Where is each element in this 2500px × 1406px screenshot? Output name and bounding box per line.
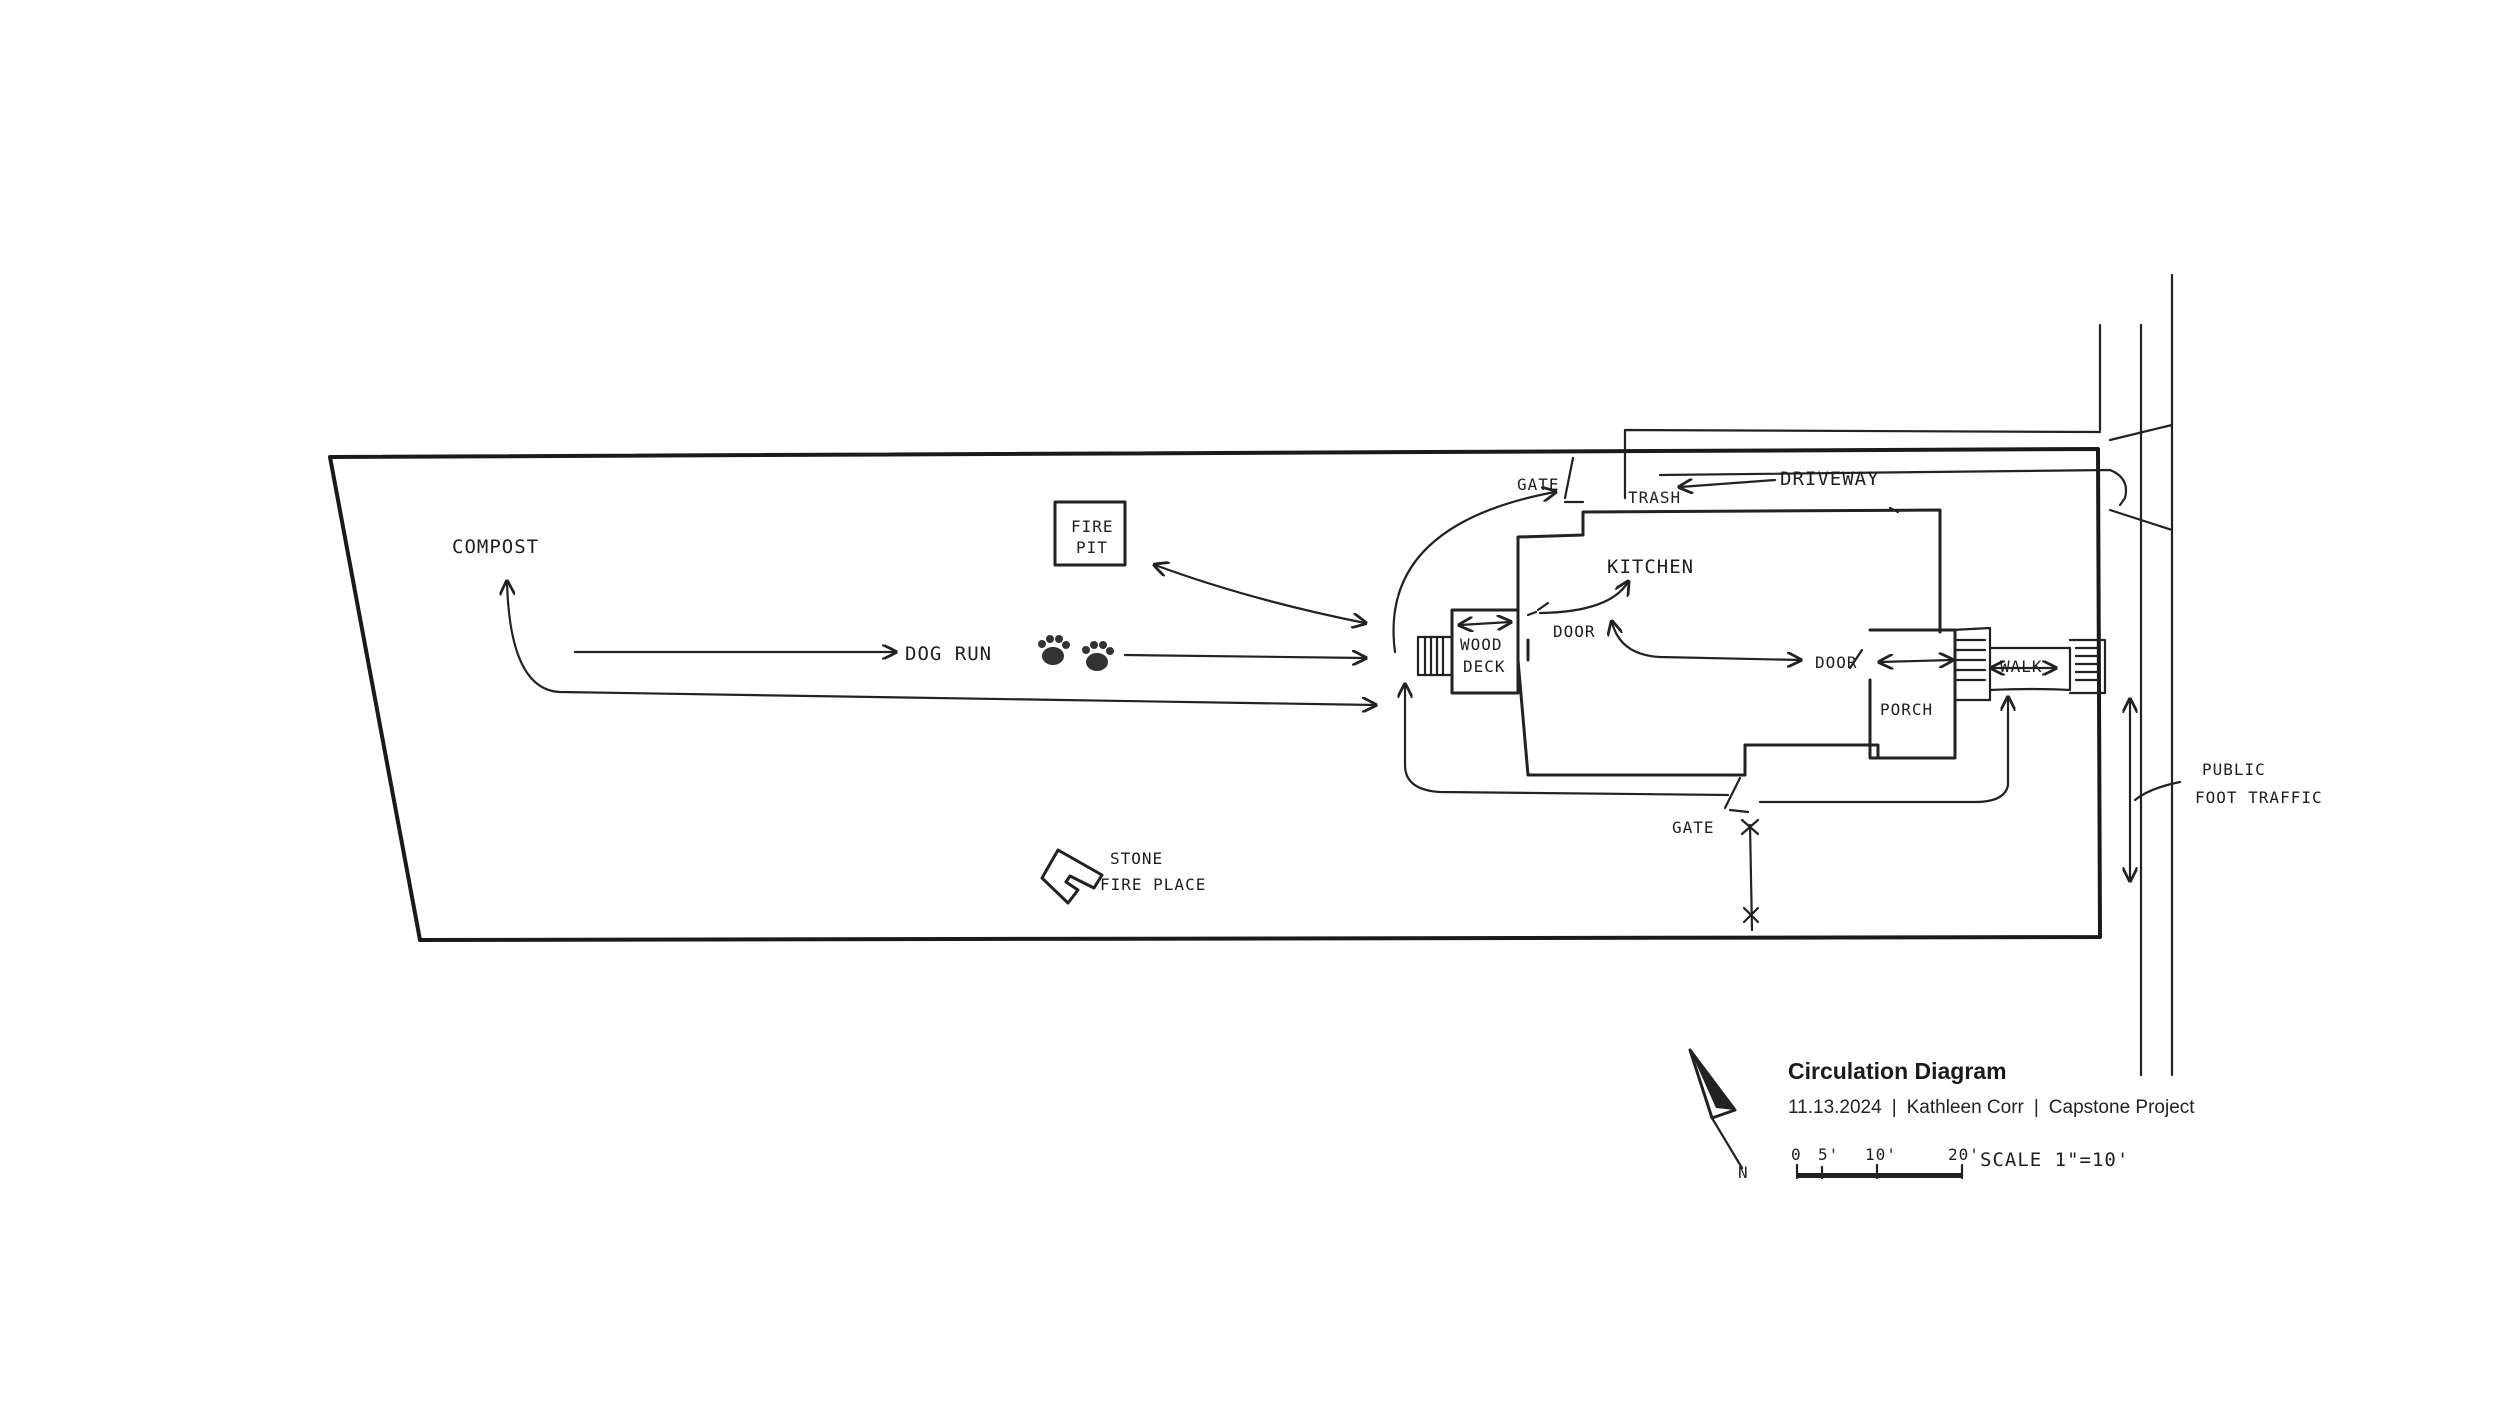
label-gate-top: GATE xyxy=(1517,475,1560,494)
porch-steps xyxy=(1953,638,1987,682)
property-boundary xyxy=(328,447,2102,942)
diagram-date: 11.13.2024 xyxy=(1788,1097,1882,1118)
title-block: Circulation Diagram 11.13.2024 | Kathleen … xyxy=(1788,1058,2408,1119)
fire-pit xyxy=(1053,500,1127,567)
diagram-project: Capstone Project xyxy=(2048,1097,2195,1118)
label-north: N xyxy=(1738,1163,1749,1182)
label-wood-deck-2: DECK xyxy=(1463,657,1506,676)
diagram-title: Circulation Diagram xyxy=(1788,1058,2007,1084)
label-stone-fire-place-1: STONE xyxy=(1110,849,1163,868)
separator: | xyxy=(2033,1097,2039,1118)
scale-text: SCALE 1"=10' xyxy=(1980,1149,2129,1171)
walk-outline xyxy=(1988,646,2072,692)
label-door-left: DOOR xyxy=(1553,622,1596,641)
separator: | xyxy=(1891,1097,1897,1118)
label-trash: TRASH xyxy=(1628,488,1681,507)
label-walk: WALK xyxy=(2000,657,2043,676)
label-kitchen: KITCHEN xyxy=(1607,556,1694,578)
label-door-right: DOOR xyxy=(1815,653,1858,672)
scale-tick-0: 0 xyxy=(1791,1145,1802,1164)
gate-top-marker xyxy=(1563,456,1585,504)
scale-tick-5: 5' xyxy=(1818,1145,1839,1164)
diagram-author: Kathleen Corr xyxy=(1906,1097,2024,1118)
label-compost: COMPOST xyxy=(452,536,539,558)
circulation-arrows xyxy=(507,480,2182,932)
deck-steps xyxy=(1416,635,1454,677)
label-driveway: DRIVEWAY xyxy=(1780,468,1880,490)
diagram-subtitle: 11.13.2024 | Kathleen Corr | Capstone Projec… xyxy=(1788,1097,2408,1119)
label-fire-pit-2: PIT xyxy=(1076,538,1108,557)
scale-bar xyxy=(1795,1163,1964,1180)
driveway-outline xyxy=(1623,428,2128,507)
scale-tick-10: 10' xyxy=(1865,1145,1897,1164)
scale-tick-20: 20' xyxy=(1948,1145,1980,1164)
label-public-2: FOOT TRAFFIC xyxy=(2195,788,2323,807)
house-outline xyxy=(1516,508,1942,777)
porch-outline xyxy=(1868,628,1957,760)
label-public-1: PUBLIC xyxy=(2202,760,2266,779)
label-gate-bottom: GATE xyxy=(1672,818,1715,837)
sidewalk-steps xyxy=(2068,638,2107,695)
stone-fire-place-icon xyxy=(1040,848,1104,905)
label-fire-pit-1: FIRE xyxy=(1071,517,1114,536)
label-stone-fire-place-2: FIRE PLACE xyxy=(1100,875,1206,894)
gate-bottom-marker xyxy=(1723,776,1750,814)
north-arrow-icon xyxy=(1688,1048,1744,1170)
label-dog-run: DOG RUN xyxy=(905,643,992,665)
label-porch: PORCH xyxy=(1880,700,1933,719)
street xyxy=(2098,273,2174,1077)
paw-prints-icon xyxy=(1038,635,1114,671)
label-wood-deck-1: WOOD xyxy=(1460,635,1503,654)
